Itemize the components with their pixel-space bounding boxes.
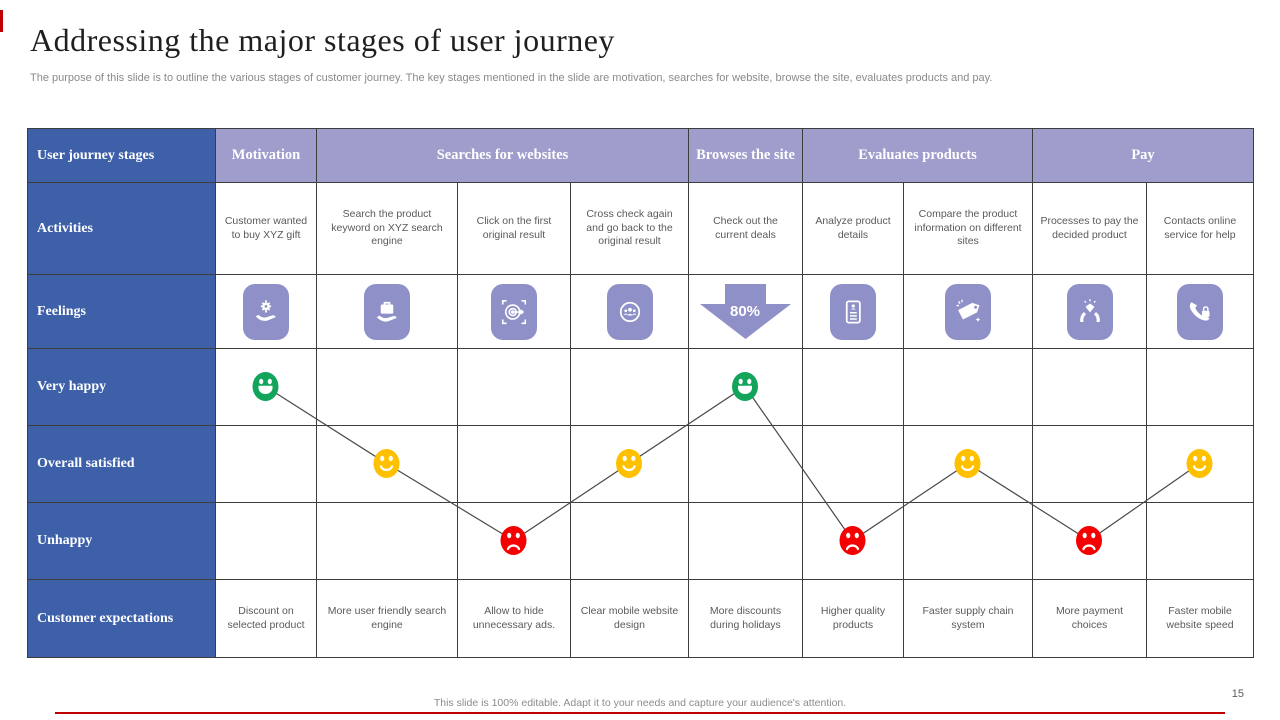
svg-text:80%: 80% [730,303,760,320]
expectation-cell: More user friendly search engine [317,580,458,658]
expectation-cell: Faster mobile website speed [1147,580,1254,658]
activity-cell: Contacts online service for help [1147,183,1254,275]
mood-cell [1033,349,1147,426]
feelings-cell [216,275,317,349]
activity-cell: Customer wanted to buy XYZ gift [216,183,317,275]
target-arrow-icon [491,283,537,340]
mood-cell [904,349,1033,426]
mood-cell [571,426,689,503]
activity-cell: Click on the first original result [458,183,571,275]
mood-cell [803,503,904,580]
page-number: 15 [1231,688,1244,700]
mood-cell [689,426,803,503]
row-label-feelings: Feelings [28,275,216,349]
mood-cell [904,426,1033,503]
mood-cell [317,349,458,426]
row-label-unhappy: Unhappy [28,503,216,580]
mood-cell [689,349,803,426]
mood-cell [571,349,689,426]
activity-cell: Check out the current deals [689,183,803,275]
expectation-cell: Allow to hide unnecessary ads. [458,580,571,658]
feelings-cell [1033,275,1147,349]
feelings-cell [571,275,689,349]
row-label-very-happy: Very happy [28,349,216,426]
stage-header-browses: Browses the site [689,129,803,183]
user-journey-table: User journey stages Motivation Searches … [27,128,1254,658]
mood-cell [458,349,571,426]
checklist-person-icon [830,283,876,340]
stage-header-motivation: Motivation [216,129,317,183]
briefcase-in-hand-icon [364,283,410,340]
activity-cell: Analyze product details [803,183,904,275]
expectation-cell: Faster supply chain system [904,580,1033,658]
mood-cell [216,503,317,580]
feelings-cell [1147,275,1254,349]
mood-cell [803,349,904,426]
footer-note: This slide is 100% editable. Adapt it to… [433,697,847,709]
activity-cell: Search the product keyword on XYZ search… [317,183,458,275]
mood-cell [1147,503,1254,580]
activity-cell: Cross check again and go back to the ori… [571,183,689,275]
feelings-cell [317,275,458,349]
price-tag-icon [945,283,991,340]
mood-cell [689,503,803,580]
expectation-cell: Discount on selected product [216,580,317,658]
mood-cell [904,503,1033,580]
mood-cell [1033,426,1147,503]
activity-cell: Compare the product information on diffe… [904,183,1033,275]
row-label-activities: Activities [28,183,216,275]
mood-cell [458,503,571,580]
expectation-cell: More discounts during holidays [689,580,803,658]
row-label-expectations: Customer expectations [28,580,216,658]
globe-people-icon [606,283,653,340]
mood-cell [571,503,689,580]
stage-header-pay: Pay [1033,129,1254,183]
corner-header-cell: User journey stages [28,129,216,183]
mood-cell [458,426,571,503]
phone-lock-icon [1177,283,1223,340]
expectation-cell: Higher quality products [803,580,904,658]
feelings-cell [458,275,571,349]
feelings-cell [803,275,904,349]
feelings-cell: 80% [689,275,803,349]
mood-cell [803,426,904,503]
mood-cell [1147,349,1254,426]
mood-cell [1033,503,1147,580]
stage-header-searches: Searches for websites [317,129,689,183]
slide-subtitle: The purpose of this slide is to outline … [30,72,993,84]
gear-in-hand-icon [243,283,289,340]
mood-cell [216,349,317,426]
expectation-cell: More payment choices [1033,580,1147,658]
mood-cell [317,426,458,503]
left-red-accent [0,10,3,32]
activity-cell: Processes to pay the decided product [1033,183,1147,275]
mood-cell [317,503,458,580]
arrow-down-80-percent-icon: 80% [700,283,791,339]
stage-header-evaluates: Evaluates products [803,129,1033,183]
bottom-red-rule [55,712,1225,714]
feelings-cell [904,275,1033,349]
mood-cell [1147,426,1254,503]
mood-cell [216,426,317,503]
row-label-satisfied: Overall satisfied [28,426,216,503]
expectation-cell: Clear mobile website design [571,580,689,658]
hands-gem-icon [1066,283,1113,340]
slide-title: Addressing the major stages of user jour… [30,22,615,58]
